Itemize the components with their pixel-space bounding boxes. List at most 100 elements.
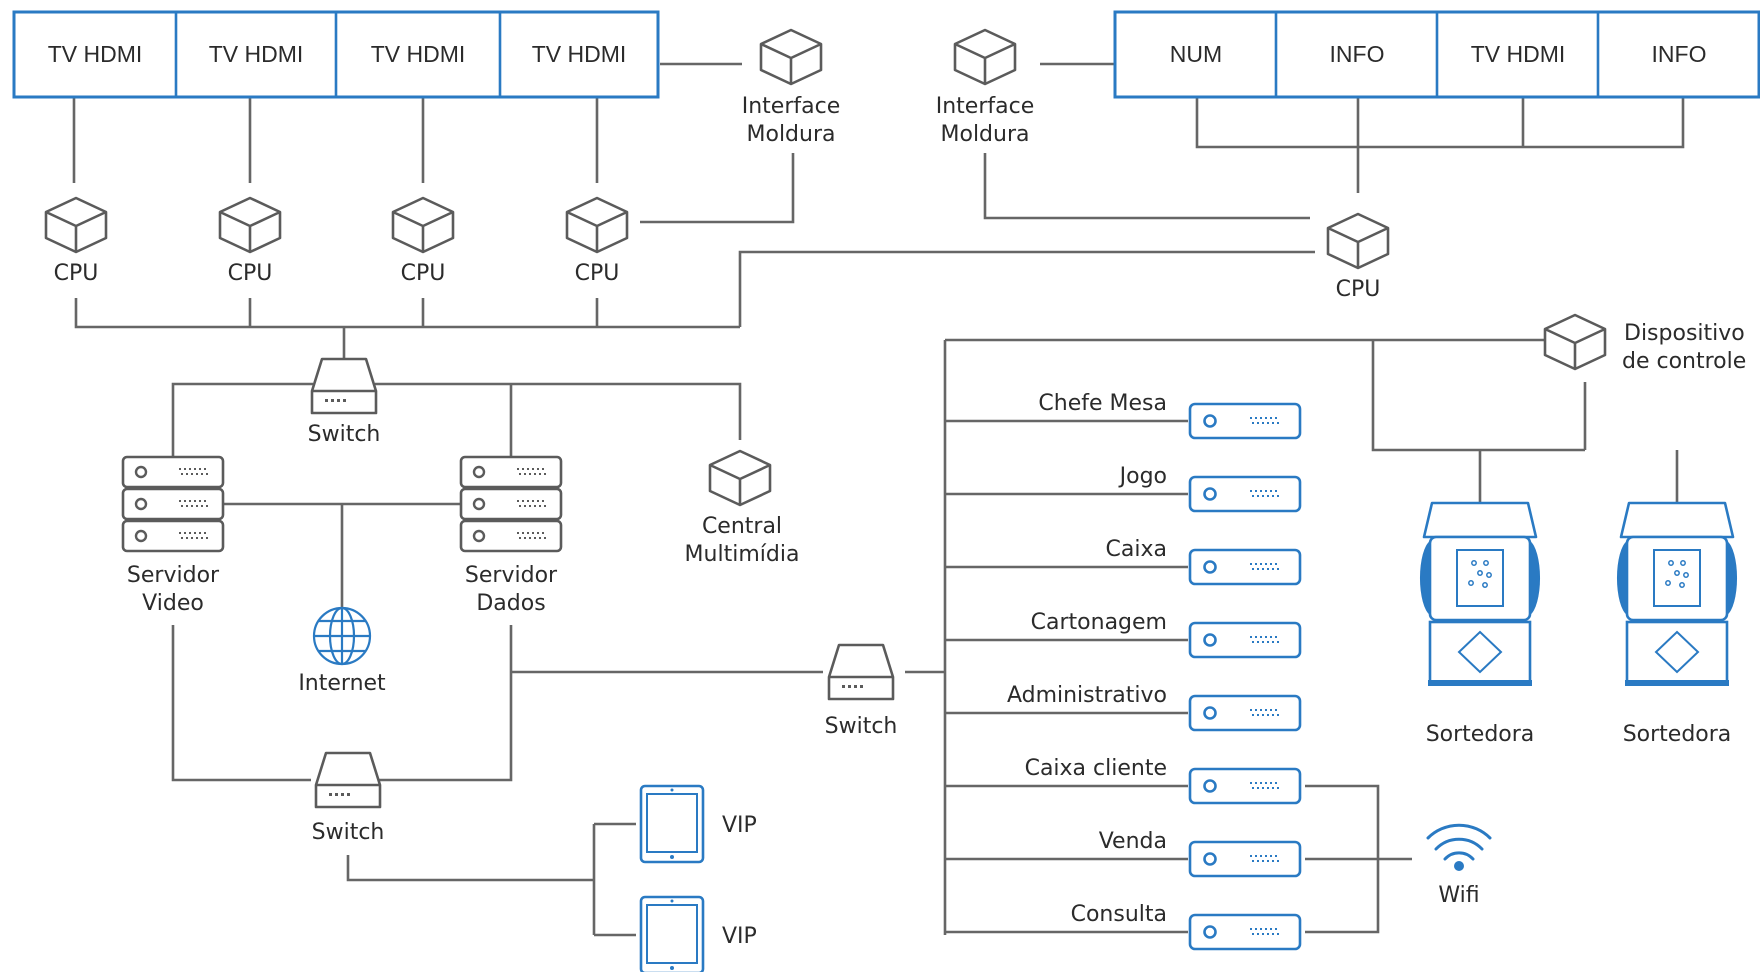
cpu-label: CPU	[54, 261, 99, 286]
cpu-2: CPU	[218, 196, 282, 286]
vip-label: VIP	[722, 924, 757, 949]
terminal-icon	[1188, 621, 1302, 659]
interface-right-line2: Moldura	[941, 122, 1030, 147]
terminal-venda: Venda	[1099, 829, 1302, 878]
connection-lines	[72, 62, 1685, 937]
terminal-cartonagem: Cartonagem	[1031, 610, 1302, 659]
switch-icon	[314, 751, 382, 809]
central-multimedia: Central Multimídia	[685, 449, 800, 567]
cube-icon	[218, 196, 282, 254]
interface-right: Interface Moldura	[936, 28, 1035, 147]
cube-icon	[391, 196, 455, 254]
cpu-label: CPU	[575, 261, 620, 286]
vip-label: VIP	[722, 813, 757, 838]
vip-device-2: VIP	[639, 895, 757, 972]
switch-icon	[827, 643, 895, 701]
sorter-label: Sortedora	[1426, 722, 1535, 747]
interface-right-line1: Interface	[936, 94, 1035, 119]
terminal-icon	[1188, 840, 1302, 878]
terminal-consulta: Consulta	[1071, 902, 1302, 951]
sorter-label: Sortedora	[1623, 722, 1732, 747]
tv-cell-right: TV HDMI	[1471, 41, 1566, 67]
server-rack-icon	[459, 455, 563, 553]
switch-bottom-label: Switch	[312, 820, 385, 845]
cpu-1: CPU	[44, 196, 108, 286]
sorter-1: Sortedora	[1418, 501, 1542, 747]
server-video-line1: Servidor	[127, 563, 220, 588]
switch-top-label: Switch	[308, 422, 381, 447]
interface-left: Interface Moldura	[742, 28, 841, 147]
cpu-label: CPU	[228, 261, 273, 286]
bingo-sorter-icon	[1615, 501, 1739, 688]
terminal-label: Jogo	[1118, 464, 1167, 489]
terminal-caixa: Caixa	[1106, 537, 1302, 586]
tv-cell-1: TV HDMI	[48, 41, 143, 67]
central-line1: Central	[702, 514, 782, 539]
server-video-line2: Video	[142, 591, 204, 616]
terminal-label: Caixa	[1106, 537, 1167, 562]
wifi: Wifi	[1426, 823, 1492, 908]
right-display-panel: NUM INFO TV HDMI INFO	[1113, 10, 1760, 99]
terminal-list: Chefe Mesa Jogo Caixa Cartonagem Adminis…	[1007, 391, 1302, 951]
internet: Internet	[298, 606, 386, 696]
server-data: Servidor Dados	[459, 455, 563, 616]
cpu-3: CPU	[391, 196, 455, 286]
cube-icon	[708, 449, 772, 507]
cube-icon	[953, 28, 1017, 86]
switch-top: Switch	[308, 357, 381, 447]
control-device: Dispositivo de controle	[1543, 313, 1746, 374]
control-device-line2: de controle	[1622, 349, 1746, 374]
tv-cell-4: TV HDMI	[532, 41, 627, 67]
tablet-icon	[639, 895, 705, 972]
server-rack-icon	[121, 455, 225, 553]
tv-cell-2: TV HDMI	[209, 41, 304, 67]
control-device-line1: Dispositivo	[1624, 321, 1745, 346]
terminal-icon	[1188, 767, 1302, 805]
wifi-label: Wifi	[1438, 883, 1479, 908]
cpu-label: CPU	[401, 261, 446, 286]
terminal-label: Cartonagem	[1031, 610, 1167, 635]
terminal-caixa-cliente: Caixa cliente	[1025, 756, 1302, 805]
sorter-2: Sortedora	[1615, 501, 1739, 747]
server-data-line1: Servidor	[465, 563, 558, 588]
terminal-icon	[1188, 475, 1302, 513]
switch-icon	[310, 357, 378, 415]
bingo-sorter-icon	[1418, 501, 1542, 688]
cube-icon	[44, 196, 108, 254]
terminal-label: Venda	[1099, 829, 1167, 854]
terminal-label: Chefe Mesa	[1038, 391, 1167, 416]
cube-icon	[759, 28, 823, 86]
cpu-right-label: CPU	[1336, 277, 1381, 302]
cube-icon	[565, 196, 629, 254]
vip-device-1: VIP	[639, 784, 757, 864]
terminal-label: Administrativo	[1007, 683, 1167, 708]
central-line2: Multimídia	[685, 542, 800, 567]
cpu-4: CPU	[565, 196, 629, 286]
left-display-panel: TV HDMI TV HDMI TV HDMI TV HDMI	[12, 10, 660, 99]
terminal-jogo: Jogo	[1118, 464, 1302, 513]
terminal-icon	[1188, 548, 1302, 586]
cpu-right: CPU	[1326, 212, 1390, 302]
interface-left-line1: Interface	[742, 94, 841, 119]
switch-bottom: Switch	[312, 751, 385, 845]
cube-icon	[1326, 212, 1390, 270]
info-cell-2: INFO	[1652, 41, 1707, 67]
terminal-icon	[1188, 913, 1302, 951]
num-cell: NUM	[1170, 41, 1222, 67]
terminal-label: Consulta	[1071, 902, 1167, 927]
cube-icon	[1543, 313, 1607, 371]
terminal-icon	[1188, 402, 1302, 440]
server-video: Servidor Video	[121, 455, 225, 616]
interface-left-line2: Moldura	[747, 122, 836, 147]
terminal-label: Caixa cliente	[1025, 756, 1167, 781]
globe-icon	[312, 606, 372, 666]
server-data-line2: Dados	[476, 591, 545, 616]
switch-middle: Switch	[825, 643, 897, 739]
wifi-icon	[1426, 823, 1492, 871]
terminal-chefe-mesa: Chefe Mesa	[1038, 391, 1302, 440]
terminal-icon	[1188, 694, 1302, 732]
internet-label: Internet	[298, 671, 386, 696]
terminal-administrativo: Administrativo	[1007, 683, 1302, 732]
tablet-icon	[639, 784, 705, 864]
